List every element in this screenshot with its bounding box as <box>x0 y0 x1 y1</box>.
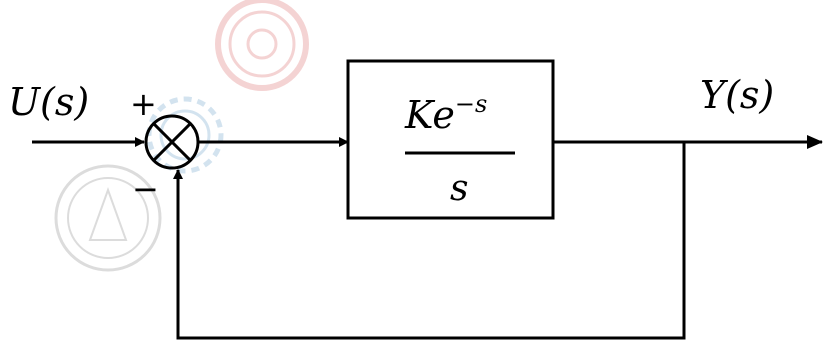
watermark-gear-icon <box>146 96 224 174</box>
numerator-base: Ke <box>404 93 455 137</box>
transfer-function-block <box>346 59 555 220</box>
watermark-library-seal-icon <box>54 164 162 272</box>
block-denominator: s <box>450 168 468 209</box>
numerator-exponent: −s <box>455 90 487 118</box>
block-numerator: Ke−s <box>404 90 487 137</box>
watermark-seal-red-icon <box>215 0 309 91</box>
plus-sign: + <box>130 85 157 123</box>
summing-junction <box>144 114 200 170</box>
feedback-path-line <box>173 142 686 340</box>
input-label: U(s) <box>8 80 89 124</box>
output-label: Y(s) <box>700 73 774 117</box>
minus-sign: − <box>132 170 159 208</box>
